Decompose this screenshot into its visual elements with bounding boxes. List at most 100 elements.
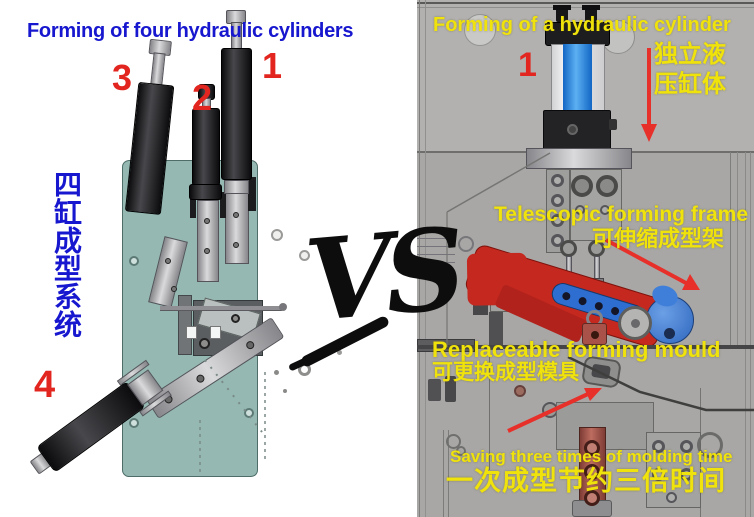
hydraulic-cylinder-2-body — [192, 108, 220, 186]
rod-end-bearing-large — [571, 175, 593, 197]
ball-joint — [560, 240, 577, 257]
strip-bolt — [584, 464, 600, 480]
annotation-saving-zh: 一次成型节约三倍时间 — [446, 466, 726, 496]
strip-bolt — [584, 440, 600, 456]
hydraulic-cylinder-1-body — [221, 48, 252, 180]
bottom-left-ring — [446, 434, 461, 449]
bottom-left-line — [448, 430, 449, 517]
forming-mould-cavity — [591, 363, 611, 380]
floating-dot — [337, 350, 342, 355]
clamp-tab — [190, 192, 196, 218]
cylinder-top-bolt — [585, 8, 597, 22]
floating-dot — [283, 389, 287, 393]
bottom-bolt-ring — [514, 385, 526, 397]
side-dark-bar-lower — [489, 312, 503, 350]
slot-hole — [577, 296, 588, 307]
stripe-line — [417, 238, 455, 239]
rail-bolt — [171, 286, 177, 292]
lower-block-nub — [609, 119, 617, 130]
clamp-tab — [220, 192, 226, 218]
push-rod-tip — [279, 303, 287, 311]
annotation-mould-zh: 可更换成型模具 — [432, 361, 579, 384]
mould-slot — [186, 326, 197, 339]
block-bolt — [652, 440, 665, 453]
block-bolt — [680, 440, 693, 453]
left-edge-line-2 — [425, 0, 426, 517]
rail-bolt — [204, 248, 210, 254]
plate-bolt-hole — [129, 256, 139, 266]
block-bolt — [680, 468, 693, 481]
top-edge-line — [417, 2, 754, 4]
bracket-bolt — [551, 194, 564, 207]
right-title: Forming of a hydraulic cylinder — [433, 14, 731, 36]
floating-dot — [274, 370, 279, 375]
cylinder-number-2: 2 — [192, 77, 213, 118]
arm-bolt — [244, 339, 256, 351]
bracket-bolt — [551, 174, 564, 187]
clamp-tab — [248, 177, 256, 211]
cylinder-top-bolt — [556, 8, 568, 22]
cylinder-number-1: 1 — [262, 45, 283, 86]
stripe-line — [417, 246, 455, 247]
forming-mechanism-base — [178, 295, 192, 355]
block-bolt — [652, 468, 665, 481]
horizontal-push-rod — [160, 306, 282, 311]
mounting-plate-bar — [526, 148, 632, 169]
mid-vertical-line — [730, 152, 731, 348]
cylinder-top-bolt-cap — [553, 5, 571, 10]
mechanism-bolt — [199, 338, 210, 349]
arm-bolt — [194, 373, 206, 385]
guide-rail-2 — [197, 200, 219, 282]
cylinder-top-bolt-cap — [582, 5, 600, 10]
annotation-mould-en: Replaceable forming mould — [432, 337, 721, 362]
plate-bolt-hole — [129, 418, 139, 428]
rail-bolt — [165, 258, 171, 264]
bracket-bolt-small — [600, 205, 610, 215]
annotation-telescopic-en: Telescopic forming frame — [494, 203, 749, 226]
cylinder-head-cap — [545, 22, 610, 46]
bracket-bolt-small — [575, 205, 585, 215]
left-title: Forming of four hydraulic cylinders — [27, 20, 354, 42]
tie-rod — [594, 256, 600, 280]
stripe-line — [417, 262, 455, 263]
roller-hub — [631, 319, 640, 328]
annotation-saving-en: Saving three times of molding time — [450, 447, 733, 466]
floating-bolt-ring — [271, 229, 283, 241]
bottom-left-ring — [456, 446, 466, 456]
bracket-bolt — [551, 214, 564, 227]
right-edge-line-2 — [750, 152, 751, 517]
annotation-independent-cylinder-zh: 独立液压缸体 — [654, 41, 726, 98]
plate-bolt-ring — [458, 236, 474, 252]
left-edge-line — [419, 0, 420, 517]
block-bolt — [666, 492, 677, 503]
mid-vertical-line-2 — [737, 152, 738, 348]
annotation-telescopic-zh: 可伸缩成型架 — [592, 226, 725, 251]
latch-dot — [591, 331, 599, 339]
plate-edge-vertical — [489, 352, 490, 470]
small-dark-block — [445, 376, 456, 402]
ball-joint — [588, 240, 605, 257]
strip-bolt — [584, 490, 600, 506]
mechanism-bolt — [231, 314, 240, 323]
background-bolt-circle — [464, 14, 496, 46]
cylinder-number-3: 3 — [112, 57, 133, 98]
blue-end-hole — [664, 328, 675, 339]
small-dark-block — [428, 379, 441, 401]
hydraulic-cylinder-2-band — [189, 184, 222, 200]
rail-bolt — [204, 218, 210, 224]
lower-block-port — [567, 124, 578, 135]
hydraulic-cylinder-3-rod — [150, 52, 166, 86]
stripe-line — [417, 254, 455, 255]
mould-slot — [210, 326, 221, 339]
blue-cylinder-core — [563, 44, 592, 112]
bottom-left-line — [443, 430, 444, 517]
cylinder-number-4: 4 — [34, 364, 56, 406]
rod-end-bearing-large — [596, 175, 618, 197]
plate-bolt-hole — [244, 408, 254, 418]
rail-bolt — [233, 212, 239, 218]
long-horizontal-rod — [417, 345, 754, 349]
hydraulic-cylinder-1-collar — [224, 180, 249, 194]
rail-bolt — [233, 242, 239, 248]
floating-bolt-ring — [299, 250, 310, 261]
